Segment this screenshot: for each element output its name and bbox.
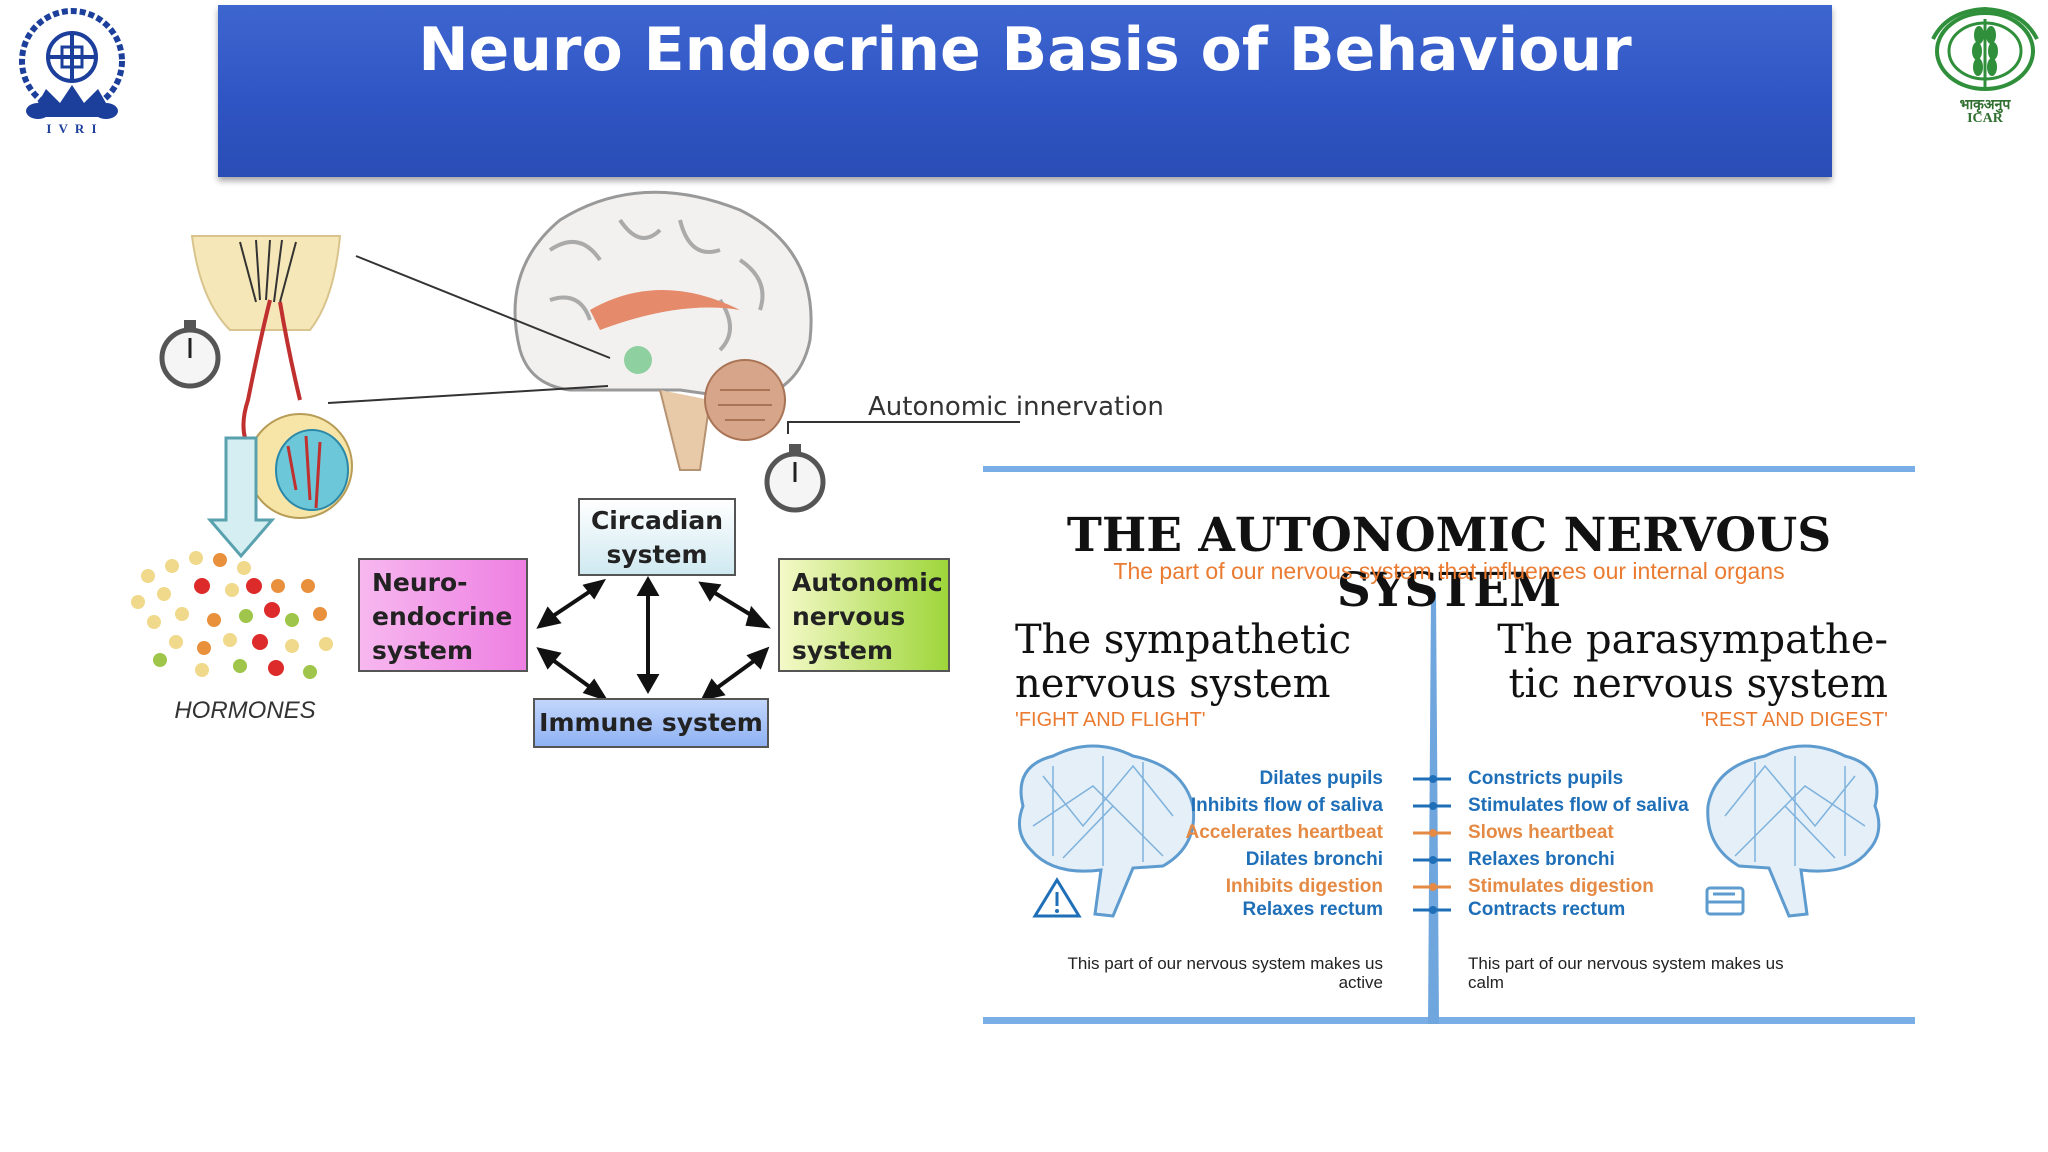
parasympathetic-effect: Slows heartbeat	[1468, 822, 1614, 843]
neuro-line2: endocrine	[372, 602, 513, 631]
parasympathetic-effect: Relaxes bronchi	[1468, 849, 1615, 870]
down-arrow-icon	[206, 436, 276, 559]
slide-title: Neuro Endocrine Basis of Behaviour	[418, 15, 1632, 85]
immune-system-box: Immune system	[533, 698, 769, 748]
parasympathetic-effect: Contracts rectum	[1468, 899, 1626, 920]
icar-logo: भाकृअनुप ICAR	[1925, 5, 2045, 130]
ans-subtitle: The part of our nervous system that infl…	[1113, 558, 1785, 584]
autonomic-innervation-label: Autonomic innervation	[868, 392, 1164, 422]
circadian-line2: system	[606, 540, 708, 569]
ans-title: THE AUTONOMIC NERVOUS SYSTEM	[1066, 508, 1832, 618]
parasympathetic-effect: Stimulates flow of saliva	[1468, 795, 1689, 816]
ivri-caption: I V R I	[46, 121, 99, 136]
brain-illustration	[513, 190, 813, 471]
warning-icon	[1032, 877, 1082, 918]
icar-caption-hindi: भाकृअनुप	[1959, 98, 2011, 113]
title-banner: Neuro Endocrine Basis of Behaviour	[218, 5, 1832, 177]
neuro-line1: Neuro-	[372, 568, 468, 597]
stopwatch-icon	[764, 444, 826, 513]
effect-connectors	[1413, 775, 1451, 914]
autonomic-line3: system	[792, 636, 894, 665]
parasympathetic-title: The parasympathe- tic nervous system	[1497, 617, 1888, 707]
stopwatch-icon	[159, 320, 221, 389]
autonomic-line2: nervous	[792, 602, 906, 631]
sympathetic-effect: Inhibits flow of saliva	[1190, 795, 1383, 816]
neuro-line3: system	[372, 636, 474, 665]
bed-icon	[1705, 886, 1745, 916]
circadian-system-box: Circadian system	[578, 498, 736, 576]
sympathetic-effect: Dilates bronchi	[1245, 849, 1383, 870]
sympathetic-effect: Inhibits digestion	[1225, 876, 1383, 897]
ans-infographic: THE AUTONOMIC NERVOUS SYSTEM The part of…	[983, 466, 1915, 1024]
infographic-frame	[983, 466, 1915, 1024]
parasympathetic-motto: 'REST AND DIGEST'	[1700, 709, 1888, 731]
hormone-molecules	[131, 551, 333, 679]
pituitary-gland-illustration	[190, 235, 353, 519]
ivri-emblem-icon	[19, 8, 125, 119]
sympathetic-motto: 'FIGHT AND FLIGHT'	[1015, 709, 1206, 731]
autonomic-nervous-system-box: Autonomic nervous system	[778, 558, 950, 672]
sympathetic-title: The sympathetic nervous system	[1015, 617, 1352, 707]
parasympathetic-effect: Constricts pupils	[1468, 768, 1624, 789]
parasympathetic-brain-icon	[1706, 744, 1881, 918]
sympathetic-brain-icon	[1017, 744, 1196, 918]
sympathetic-footer: This part of our nervous system makes us…	[1067, 954, 1383, 992]
neuroendocrine-diagram	[131, 190, 1020, 702]
icar-caption: ICAR	[1967, 111, 2003, 126]
autonomic-line1: Autonomic	[792, 568, 943, 597]
circadian-line1: Circadian	[590, 506, 724, 535]
interaction-arrows	[536, 575, 771, 702]
parasympathetic-effect: Stimulates digestion	[1468, 876, 1654, 897]
sympathetic-effect: Dilates pupils	[1259, 768, 1383, 789]
parasympathetic-footer: This part of our nervous system makes us…	[1468, 954, 1784, 992]
icar-wheat-logo-icon	[1931, 6, 2039, 91]
hormones-label: HORMONES	[174, 697, 316, 724]
sympathetic-effect: Accelerates heartbeat	[1185, 822, 1384, 843]
sympathetic-effect: Relaxes rectum	[1242, 899, 1383, 920]
neuroendocrine-system-box: Neuro- endocrine system	[358, 558, 528, 672]
ivri-logo: I V R I	[10, 5, 135, 140]
